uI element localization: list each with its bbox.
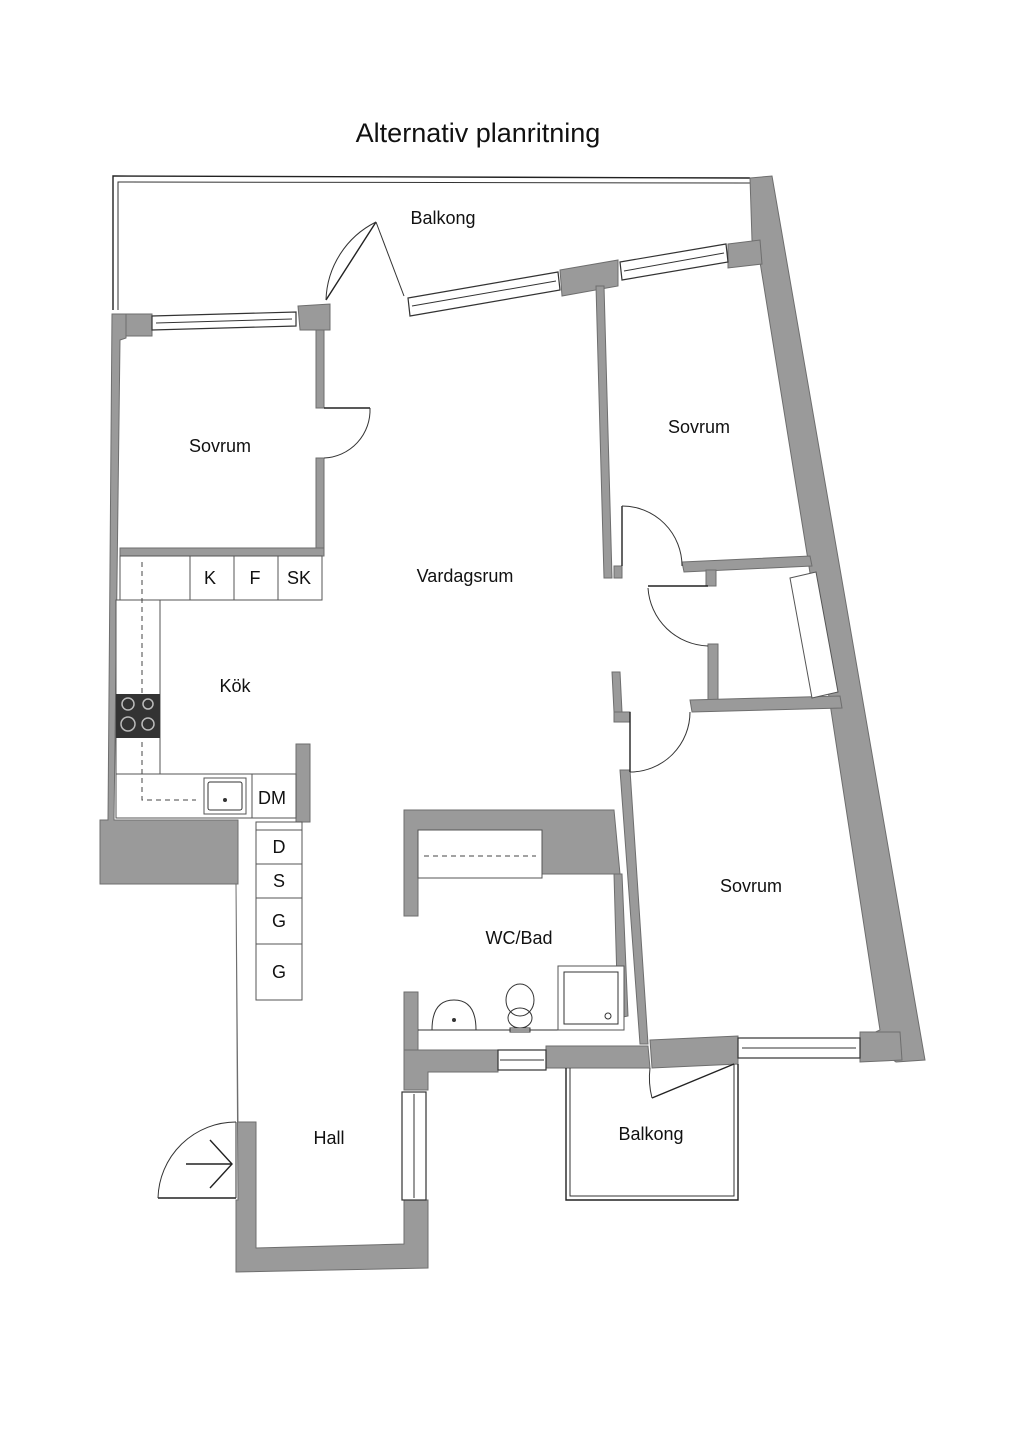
window-left-bedroom (151, 311, 297, 331)
balcony-bottom (565, 1064, 739, 1201)
windows (151, 243, 861, 1201)
doors (157, 221, 735, 1199)
door-closet (647, 585, 709, 647)
room-labels: Balkong Sovrum Sovrum Vardagsrum Kök WC/… (189, 208, 782, 1148)
label-vardagsrum: Vardagsrum (417, 566, 514, 586)
shower-icon (557, 965, 625, 1031)
label-kok: Kök (219, 676, 251, 696)
appliance-k: K (204, 568, 216, 588)
appliance-g2: G (272, 962, 286, 982)
appliance-g1: G (272, 911, 286, 931)
label-sovrum-right-bottom: Sovrum (720, 876, 782, 896)
appliance-d: D (273, 837, 286, 857)
door-right-bedroom (621, 505, 683, 567)
entrance-arrow-icon (186, 1139, 233, 1189)
interior-walls (119, 285, 843, 1051)
wardrobe-right (789, 571, 839, 699)
balcony-top (112, 175, 751, 310)
appliance-f: F (250, 568, 261, 588)
door-lower-bedroom (629, 711, 691, 773)
kitchen: K F SK DM (115, 555, 323, 819)
door-entrance (157, 1121, 237, 1199)
washbasin-icon (431, 999, 477, 1031)
label-balkong-bottom: Balkong (618, 1124, 683, 1144)
laundry-column: D S G G (255, 821, 303, 1001)
stove-icon (116, 694, 160, 738)
window-lower-bedroom (737, 1037, 861, 1059)
label-sovrum-right-top: Sovrum (668, 417, 730, 437)
appliance-sk: SK (287, 568, 311, 588)
door-balcony-top (325, 221, 405, 301)
label-wc-bad: WC/Bad (485, 928, 552, 948)
window-right-bedroom (619, 243, 729, 281)
label-hall: Hall (313, 1128, 344, 1148)
appliance-s: S (273, 871, 285, 891)
door-balcony-bottom (648, 1063, 735, 1099)
appliance-dm: DM (258, 788, 286, 808)
exterior-walls (99, 175, 926, 1273)
label-sovrum-left: Sovrum (189, 436, 251, 456)
door-left-bedroom (323, 407, 371, 459)
label-balkong-top: Balkong (410, 208, 475, 228)
window-bathroom (497, 1049, 547, 1071)
plan-title: Alternativ planritning (356, 118, 601, 148)
bathroom-fixtures (417, 829, 625, 1033)
toilet-icon (505, 983, 535, 1033)
kitchen-sink-icon (203, 777, 247, 815)
window-hall (401, 1091, 427, 1201)
window-living-room (407, 271, 561, 317)
